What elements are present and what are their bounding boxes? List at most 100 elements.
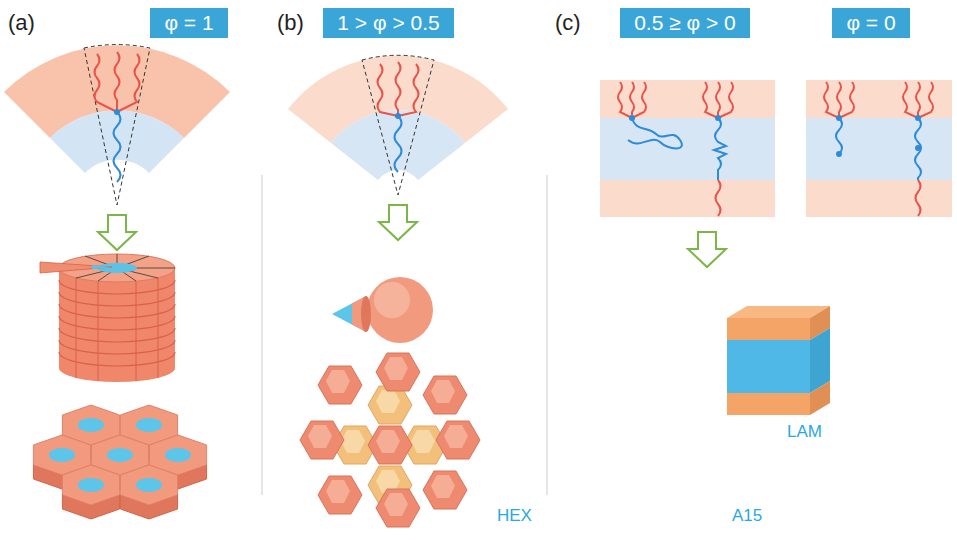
phase-tag: 0.5 ≥ φ > 0 <box>620 8 750 38</box>
divider-lines <box>262 175 547 495</box>
a15-cluster-part <box>300 421 344 459</box>
lam-panel-part <box>716 82 720 118</box>
down-arrow-part <box>98 215 136 250</box>
phase-name: A15 <box>732 505 762 527</box>
a15-sector-part <box>395 116 402 172</box>
a15-sector-part <box>398 64 419 116</box>
lam-panel-part <box>836 118 842 154</box>
a15-cluster-part <box>376 353 420 391</box>
a15-cluster <box>300 353 480 527</box>
lam-panel-part <box>718 82 733 118</box>
phase-tag: 1 > φ > 0.5 <box>323 8 454 38</box>
lam-panel-part <box>836 151 842 157</box>
down-arrow <box>688 232 726 267</box>
cylinder-stack-part <box>136 281 137 381</box>
lam-block-part <box>727 318 810 340</box>
lam-panel-part <box>715 115 721 121</box>
cylinder-stack-part <box>158 278 159 378</box>
lam-panel-part <box>714 118 726 180</box>
a15-sector-part <box>362 55 434 195</box>
lam-panel-part <box>600 180 775 217</box>
down-arrow-part <box>379 205 417 240</box>
hex-sector-part <box>114 112 121 182</box>
lam-panel-part <box>916 82 920 118</box>
cone-sphere <box>332 277 433 343</box>
divider-lines-part <box>546 175 548 495</box>
a15-cluster-part <box>368 386 412 424</box>
hex-lattice-part <box>62 465 119 519</box>
phase-tag: φ = 1 <box>150 8 228 38</box>
hex-sector <box>4 45 230 205</box>
cone-sphere-part <box>367 277 433 343</box>
lam-block-part <box>810 381 830 415</box>
lam-panel-part <box>600 80 775 118</box>
hex-sector-part <box>115 52 120 112</box>
lam-panel-part <box>918 82 933 118</box>
hex-sector-part <box>95 54 118 112</box>
a15-sector <box>288 55 508 195</box>
lam-panel-part <box>628 118 682 149</box>
lam-panel-part <box>716 180 721 216</box>
a15-cluster-part <box>423 471 467 509</box>
lam-panel-part <box>839 82 854 118</box>
lam-block-part <box>727 393 810 415</box>
down-arrow <box>379 205 417 240</box>
hex-sector-part <box>114 109 120 115</box>
phase-text: φ = 1 <box>150 8 228 38</box>
cone-sphere-part <box>332 296 366 332</box>
hex-sector-part <box>84 45 150 205</box>
phase-text: 0.5 ≥ φ > 0 <box>620 8 750 38</box>
a15-cluster-part <box>318 476 362 514</box>
cylinder-stack-part <box>40 262 112 273</box>
a15-sector-part <box>331 110 465 180</box>
a15-cluster-part <box>436 421 480 459</box>
lam-block-part <box>727 340 810 393</box>
a15-cluster-part <box>423 376 467 414</box>
lam-panel-part <box>916 180 921 216</box>
lam-panel-part <box>806 80 952 118</box>
cone-sphere-part <box>361 296 371 332</box>
panel-letter: (a) <box>8 10 35 36</box>
down-arrow <box>98 215 136 250</box>
lam-panel-part <box>600 118 775 180</box>
phase-text: φ = 0 <box>832 8 910 38</box>
cylinder-stack-part <box>98 281 99 381</box>
phase-text: 1 > φ > 0.5 <box>323 8 454 38</box>
cylinder-stack-part <box>76 278 77 378</box>
hex-sector-part <box>50 110 184 173</box>
lam-panel <box>600 80 775 217</box>
lam-block <box>727 306 830 415</box>
lam-panel <box>806 80 952 217</box>
lam-panel-part <box>630 82 634 118</box>
cone-sphere-part <box>374 282 410 318</box>
a15-cluster-part <box>368 426 412 464</box>
a15-cluster-part <box>318 366 362 404</box>
lam-panel-part <box>915 115 921 121</box>
lam-panel-part <box>837 82 841 118</box>
a15-cluster-part <box>376 489 420 527</box>
cylinder-stack-part <box>92 265 112 270</box>
hex-sector-part <box>117 54 140 112</box>
cylinder-stack <box>40 254 175 382</box>
phase-name: HEX <box>497 505 532 527</box>
phase-name: LAM <box>787 421 822 443</box>
lam-panel-part <box>629 115 635 121</box>
panel-letter: (c) <box>555 10 581 36</box>
divider-lines-part <box>261 175 263 495</box>
hex-lattice-part <box>120 465 177 519</box>
a15-sector-part <box>378 64 399 116</box>
panel-letter: (b) <box>277 10 304 36</box>
lam-panel-part <box>806 180 952 217</box>
phase-tag: φ = 0 <box>832 8 910 38</box>
a15-sector-part <box>396 62 401 116</box>
down-arrow-part <box>688 232 726 267</box>
a15-sector-part <box>395 113 401 119</box>
hex-lattice <box>33 405 206 519</box>
lam-panel-part <box>915 118 921 180</box>
lam-panel-part <box>806 118 952 180</box>
lam-panel-part <box>915 145 921 151</box>
lam-panel-part <box>632 82 646 118</box>
lam-panel-part <box>836 115 842 121</box>
